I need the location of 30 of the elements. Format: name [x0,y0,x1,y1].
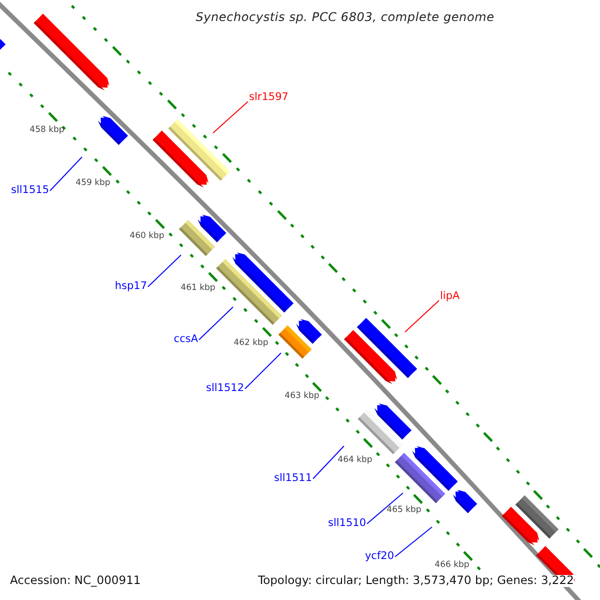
leader-line [244,352,282,390]
tick-label: 459 kbp [76,179,110,188]
chart-title: Synechocystis sp. PCC 6803, complete genome [194,11,496,23]
tick-label: 464 kbp [338,456,372,464]
gene-label: sll1515 [10,185,49,196]
tick-label: 462 kbp [234,339,268,348]
leader-line [404,300,440,332]
leader-line [312,446,344,480]
gene-label: lipA [440,291,460,302]
leader-line [366,492,404,524]
gene-label: sll1510 [328,518,366,528]
leader-line [394,526,432,558]
tick-label: 463 kbp [284,392,320,400]
gene-label: ccsA [174,334,198,344]
leader-line [212,101,248,134]
leader-line [50,156,82,192]
leader-line [148,254,182,288]
tick-label: 461 kbp [180,284,216,292]
tick-label: 460 kbp [130,232,164,240]
tick-label: 466 kbp [434,561,470,570]
gene-label: sll1511 [274,473,312,484]
tick-label: 465 kbp [386,506,422,514]
genome-summary: Topology: circular; Length: 3,573,470 bp; Genes: 3,222 [258,575,574,586]
accession-text: Accession: NC_000911 [10,575,141,586]
leader-line [198,306,234,340]
gene-label: ycf20 [364,551,394,562]
gene-label: slr1597 [249,92,288,102]
tick-label: 458 kbp [30,126,64,134]
gene-label: sll1512 [206,383,244,394]
gene-label: hsp17 [114,281,147,292]
